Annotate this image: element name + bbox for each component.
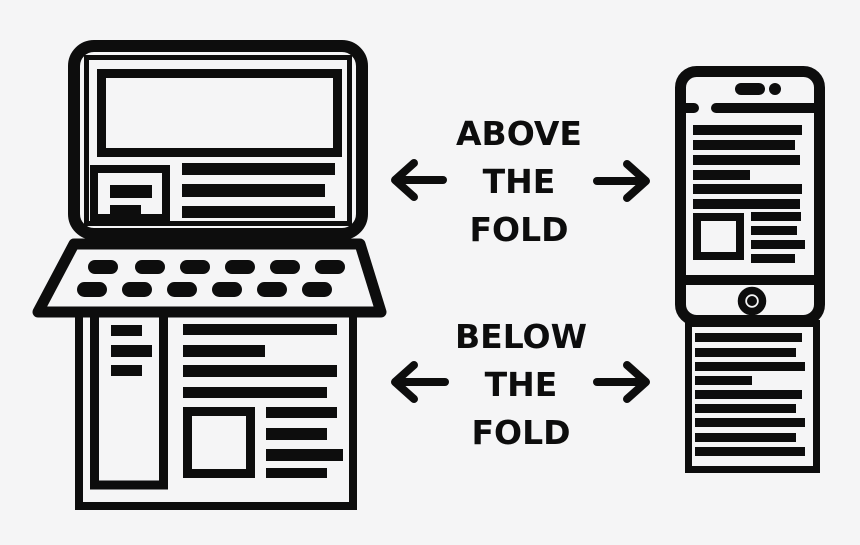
screen-inner-frame: [84, 55, 352, 226]
below-the-fold-label: BELOW THE FOLD: [436, 313, 606, 457]
keyboard-key: [225, 260, 255, 274]
text-line-bar: [695, 333, 802, 342]
laptop-webpage-icon: [32, 40, 387, 510]
laptop-below-fold-page: [75, 302, 357, 510]
smartphone-webpage-icon: [675, 66, 825, 473]
text-line-bar: [182, 184, 325, 197]
text-line-bar: [695, 447, 805, 456]
above-the-fold-label: ABOVE THE FOLD: [434, 110, 604, 254]
keyboard-key: [122, 282, 152, 297]
image-placeholder-box: [693, 213, 744, 260]
text-line-bar: [182, 163, 335, 175]
text-line-bar: [693, 140, 795, 150]
text-line-bar: [693, 155, 800, 165]
text-line-bar: [695, 390, 802, 399]
left-arrow-icon: [391, 361, 449, 403]
text-line-bar: [693, 184, 802, 194]
text-line-bar: [183, 387, 327, 398]
text-line-bar: [695, 418, 805, 427]
speaker-icon: [735, 83, 765, 95]
keyboard-outline: [32, 238, 387, 318]
home-button-icon: [737, 286, 767, 316]
text-line-bar: [182, 206, 335, 218]
home-button-dot: [747, 296, 757, 306]
text-line-bar: [111, 365, 142, 376]
text-line-bar: [693, 125, 802, 135]
text-line-bar: [266, 468, 327, 478]
keyboard-key: [302, 282, 332, 297]
arrow-row-above: [391, 159, 650, 202]
thumbnail-box: [90, 165, 170, 222]
text-line-bar: [751, 254, 795, 263]
text-line-bar: [183, 345, 265, 357]
keyboard-key: [167, 282, 197, 297]
text-line-bar: [695, 404, 796, 413]
keyboard-key: [180, 260, 210, 274]
label-line: ABOVE: [456, 114, 582, 153]
keyboard-key: [257, 282, 287, 297]
text-line-bar: [695, 348, 796, 357]
text-line-bar: [693, 170, 750, 180]
label-line: BELOW: [455, 317, 587, 356]
label-line: THE: [482, 162, 556, 201]
text-line-bar: [695, 362, 805, 371]
keyboard-key: [315, 260, 345, 274]
text-line-bar: [751, 240, 805, 249]
text-line-bar: [266, 428, 327, 440]
keyboard-key: [135, 260, 165, 274]
laptop-keyboard: [32, 238, 387, 318]
laptop-screen: [68, 40, 368, 240]
screen-bottom-divider: [678, 275, 825, 285]
keyboard-key: [270, 260, 300, 274]
label-line: FOLD: [471, 413, 571, 452]
text-line-bar: [266, 449, 343, 461]
text-line-bar: [751, 212, 801, 221]
text-line-bar: [183, 324, 337, 335]
hero-image-box: [97, 69, 342, 157]
keyboard-key: [88, 260, 118, 274]
left-arrow-icon: [391, 159, 447, 201]
text-line-bar: [695, 376, 752, 385]
label-line: FOLD: [469, 210, 569, 249]
keyboard-key: [212, 282, 242, 297]
text-line-bar: [183, 365, 337, 377]
keyboard-key: [77, 282, 107, 297]
text-line-bar: [751, 226, 797, 235]
text-line-bar: [110, 205, 141, 217]
text-line-bar: [111, 345, 152, 357]
text-line-bar: [695, 433, 796, 442]
right-arrow-icon: [593, 361, 650, 403]
phone-body: [675, 66, 825, 326]
camera-icon: [769, 83, 781, 95]
arrow-row-below: [391, 361, 650, 403]
text-line-bar: [111, 325, 142, 336]
text-line-bar: [693, 199, 800, 209]
text-line-bar: [266, 407, 337, 418]
label-line: THE: [484, 365, 558, 404]
image-placeholder-box: [183, 407, 255, 478]
right-arrow-icon: [593, 160, 650, 202]
phone-below-fold-page: [685, 320, 820, 473]
text-line-bar: [110, 185, 152, 198]
